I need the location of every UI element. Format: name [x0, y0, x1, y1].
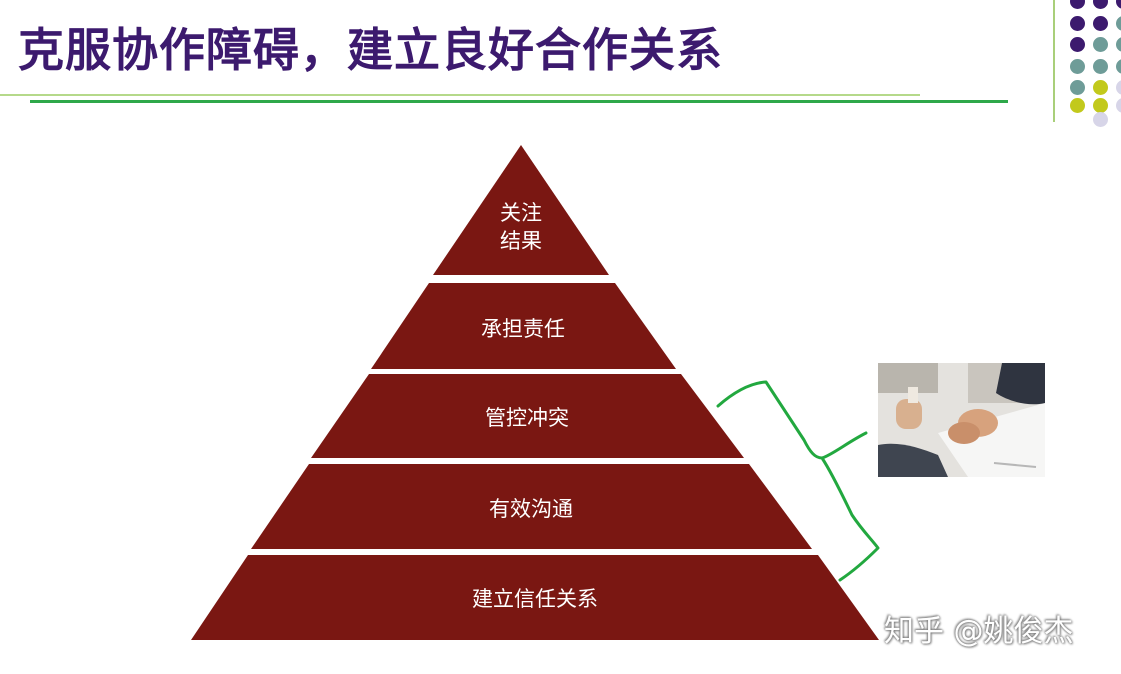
corner-divider — [1053, 0, 1055, 122]
decor-dot — [1070, 16, 1085, 31]
pyramid-level-1-label-line2: 结果 — [500, 229, 542, 253]
pyramid-level-5-label: 建立信任关系 — [472, 587, 598, 611]
decor-dot — [1093, 0, 1108, 9]
decor-dot — [1116, 80, 1121, 95]
decor-dot — [1093, 98, 1108, 113]
decor-dot — [1116, 59, 1121, 74]
pyramid-level-1 — [433, 145, 609, 275]
page-title: 克服协作障碍，建立良好合作关系 — [18, 23, 723, 77]
pyramid-level-5 — [191, 555, 879, 640]
decor-dot — [1116, 16, 1121, 31]
pyramid-level-1-label-line1: 关注 — [500, 201, 542, 225]
decor-dot — [1093, 80, 1108, 95]
title-underline — [30, 100, 1008, 103]
decor-dot — [1070, 37, 1085, 52]
pyramid-level-2 — [371, 283, 676, 369]
decor-dot — [1070, 98, 1085, 113]
handshake-image — [878, 363, 1045, 477]
decor-dot — [1116, 0, 1121, 9]
pyramid-level-4-label: 有效沟通 — [489, 497, 573, 521]
decor-dot — [1070, 59, 1085, 74]
pyramid-level-4 — [251, 464, 812, 549]
corner-dot-pattern — [1062, 0, 1121, 134]
decor-dot — [1116, 98, 1121, 113]
decor-dot — [1093, 112, 1108, 127]
pyramid-level-3 — [311, 374, 744, 458]
decor-dot — [1093, 16, 1108, 31]
pyramid-level-2-label: 承担责任 — [481, 317, 565, 341]
watermark: 知乎 @姚俊杰 — [884, 614, 1074, 649]
decor-dot — [1070, 0, 1085, 9]
curly-bracket — [716, 380, 880, 582]
decor-dot — [1116, 37, 1121, 52]
title-underline-thin — [0, 94, 920, 96]
decor-dot — [1070, 80, 1085, 95]
decor-dot — [1093, 59, 1108, 74]
pyramid-level-3-label: 管控冲突 — [485, 406, 569, 430]
decor-dot — [1093, 37, 1108, 52]
